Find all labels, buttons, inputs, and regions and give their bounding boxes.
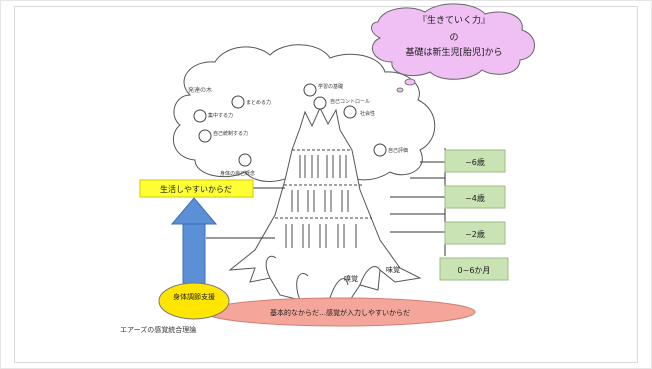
apple-label-5: 社会性: [360, 110, 375, 117]
apple-3: [198, 129, 212, 143]
apple-label-6: 自己評価: [388, 147, 408, 154]
cloud-line-2: の: [449, 33, 458, 43]
left-label: 生活しやすいからだ: [160, 184, 232, 194]
age-label-4: ~4歳: [465, 193, 485, 203]
trunk-dividers: [275, 149, 372, 219]
apple-label-2: 自己統制する力: [213, 130, 248, 137]
apple-label-1: まとめる力: [246, 99, 271, 106]
apple-label-7: 身体の自己概念: [220, 170, 255, 177]
speech-cloud: 『生きていく力』 の 基礎は新生児[胎児]から: [371, 3, 535, 93]
age-label-2: ~2歳: [465, 229, 485, 239]
age-label-6: ~6歳: [465, 157, 485, 167]
tree-roots: [265, 255, 381, 301]
cloud-line-1: 『生きていく力』: [418, 14, 490, 26]
cloud-line-3: 基礎は新生児[胎児]から: [405, 46, 502, 58]
apple-8: [373, 143, 387, 157]
age-box-0: [439, 257, 509, 281]
up-arrow: [170, 197, 218, 295]
apple-labels: 集中する力 まとめる力 自己統制する力 学習の基礎 自己コントロール 社会性 自…: [208, 83, 408, 177]
tree-canopy: [172, 44, 436, 182]
apple-6: [313, 96, 327, 110]
apples: [193, 83, 387, 167]
apple-7: [343, 105, 357, 119]
bottom-oval-text: 基本的なからだ…感覚が入力しやすいからだ: [270, 308, 410, 317]
tree-title: 発達の木: [188, 86, 212, 94]
age-box-6: [444, 149, 506, 173]
apple-label-0: 集中する力: [208, 112, 233, 119]
apple-4: [238, 153, 252, 167]
root-label-taste: 味覚: [386, 265, 400, 274]
apple-label-3: 学習の基礎: [318, 83, 343, 90]
age-boxes: ~6歳 ~4歳 ~2歳 0~6か月: [439, 149, 509, 281]
footer-caption: エアーズの感覚統合理論: [120, 325, 196, 334]
age-label-0: 0~6か月: [458, 266, 491, 275]
apple-5: [303, 83, 317, 97]
trunk-text-blocks: [285, 155, 357, 248]
yellow-oval: [158, 282, 230, 320]
root-label-smell: 嗅覚: [344, 274, 358, 283]
apple-2: [231, 95, 245, 109]
yellow-oval-text: 身体調節支援: [173, 292, 215, 301]
apple-1: [193, 109, 207, 123]
apple-label-4: 自己コントロール: [330, 98, 370, 105]
left-label-box: [139, 179, 254, 198]
age-box-2: [444, 221, 506, 245]
age-box-4: [444, 185, 506, 209]
